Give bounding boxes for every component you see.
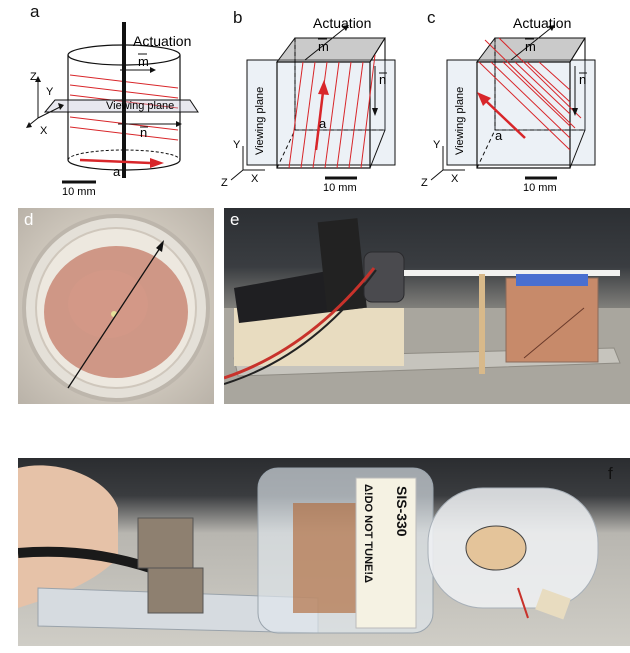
- coil-illustration: [18, 465, 599, 634]
- svg-text:Y: Y: [433, 139, 441, 151]
- svg-text:Y: Y: [233, 139, 241, 151]
- panel-e-label: e: [230, 210, 240, 229]
- svg-text:X: X: [251, 173, 259, 185]
- viewing-plane-label: Viewing plane: [106, 100, 174, 112]
- panel-a-diagram: m n a Viewing plane Actuation Z Y X 10 m…: [26, 22, 199, 198]
- m-vector-label: m: [318, 39, 329, 54]
- viewing-plane: [43, 99, 199, 113]
- tag-text-group: SIS-330 Δ!DO NOT TUNE!Δ: [356, 478, 416, 628]
- panel-a: a m n a Viewing: [0, 0, 215, 200]
- svg-text:X: X: [40, 125, 48, 137]
- tag-label: [355, 477, 417, 629]
- tag-warning: Δ!DO NOT TUNE!Δ: [362, 484, 374, 583]
- actuation-label: Actuation: [513, 15, 571, 31]
- panel-b-label: b: [233, 8, 243, 27]
- actuation-label: Actuation: [313, 15, 371, 31]
- svg-text:Z: Z: [421, 177, 428, 189]
- n-vector-label: n: [140, 125, 147, 140]
- panel-f-label: f: [608, 464, 613, 483]
- a-vector-label: a: [495, 128, 503, 143]
- actuation-label: Actuation: [133, 33, 191, 49]
- m-arrow: [304, 27, 346, 61]
- n-vector-label: n: [379, 72, 386, 87]
- a-arrow: [314, 91, 325, 151]
- svg-text:X: X: [451, 173, 459, 185]
- panel-c-diagram: a m n Viewing plane Actuation Y Z X 10 m…: [421, 15, 596, 194]
- panel-b: b a m: [215, 0, 415, 200]
- a-arrow: [484, 99, 526, 139]
- m-vector-label: m: [525, 39, 536, 54]
- axis-triad: [230, 146, 265, 181]
- panel-a-label: a: [30, 2, 40, 21]
- scale-bar-label: 10 mm: [323, 182, 357, 194]
- panel-d-photo: d: [18, 208, 214, 404]
- panel-e-photo: e: [224, 208, 630, 404]
- tag-model: SIS-330: [394, 486, 410, 537]
- viewing-plane-label: Viewing plane: [454, 87, 466, 155]
- rig-illustration: [224, 218, 630, 404]
- tissue-cube: [505, 277, 599, 363]
- a-vector-label: a: [113, 164, 121, 179]
- fiber-lines: [478, 37, 582, 151]
- n-vector-label: n: [579, 72, 586, 87]
- a-arrow: [79, 158, 151, 165]
- svg-text:Z: Z: [30, 71, 37, 83]
- panel-d-label: d: [24, 210, 34, 229]
- cylinder-bottom-back: [67, 149, 181, 161]
- panel-f-photo: SIS-330 Δ!DO NOT TUNE!Δ f: [18, 458, 630, 646]
- scale-bar-label: 10 mm: [523, 182, 557, 194]
- svg-text:Z: Z: [221, 177, 228, 189]
- m-vector-label: m: [138, 54, 149, 69]
- panel-c-label: c: [427, 8, 436, 27]
- dish-illustration: [22, 214, 210, 402]
- axis-triad: [430, 146, 465, 181]
- viewing-plane-label: Viewing plane: [254, 87, 266, 155]
- panel-c: c a m n Vi: [415, 0, 630, 200]
- panel-b-diagram: a m n Viewing plane Actuation Y Z X 10 m…: [221, 15, 396, 194]
- scale-bar-label: 10 mm: [62, 186, 96, 198]
- a-vector-label: a: [319, 116, 327, 131]
- m-arrow: [510, 27, 552, 61]
- fiber-direction-line: [67, 247, 161, 389]
- svg-text:Y: Y: [46, 86, 54, 98]
